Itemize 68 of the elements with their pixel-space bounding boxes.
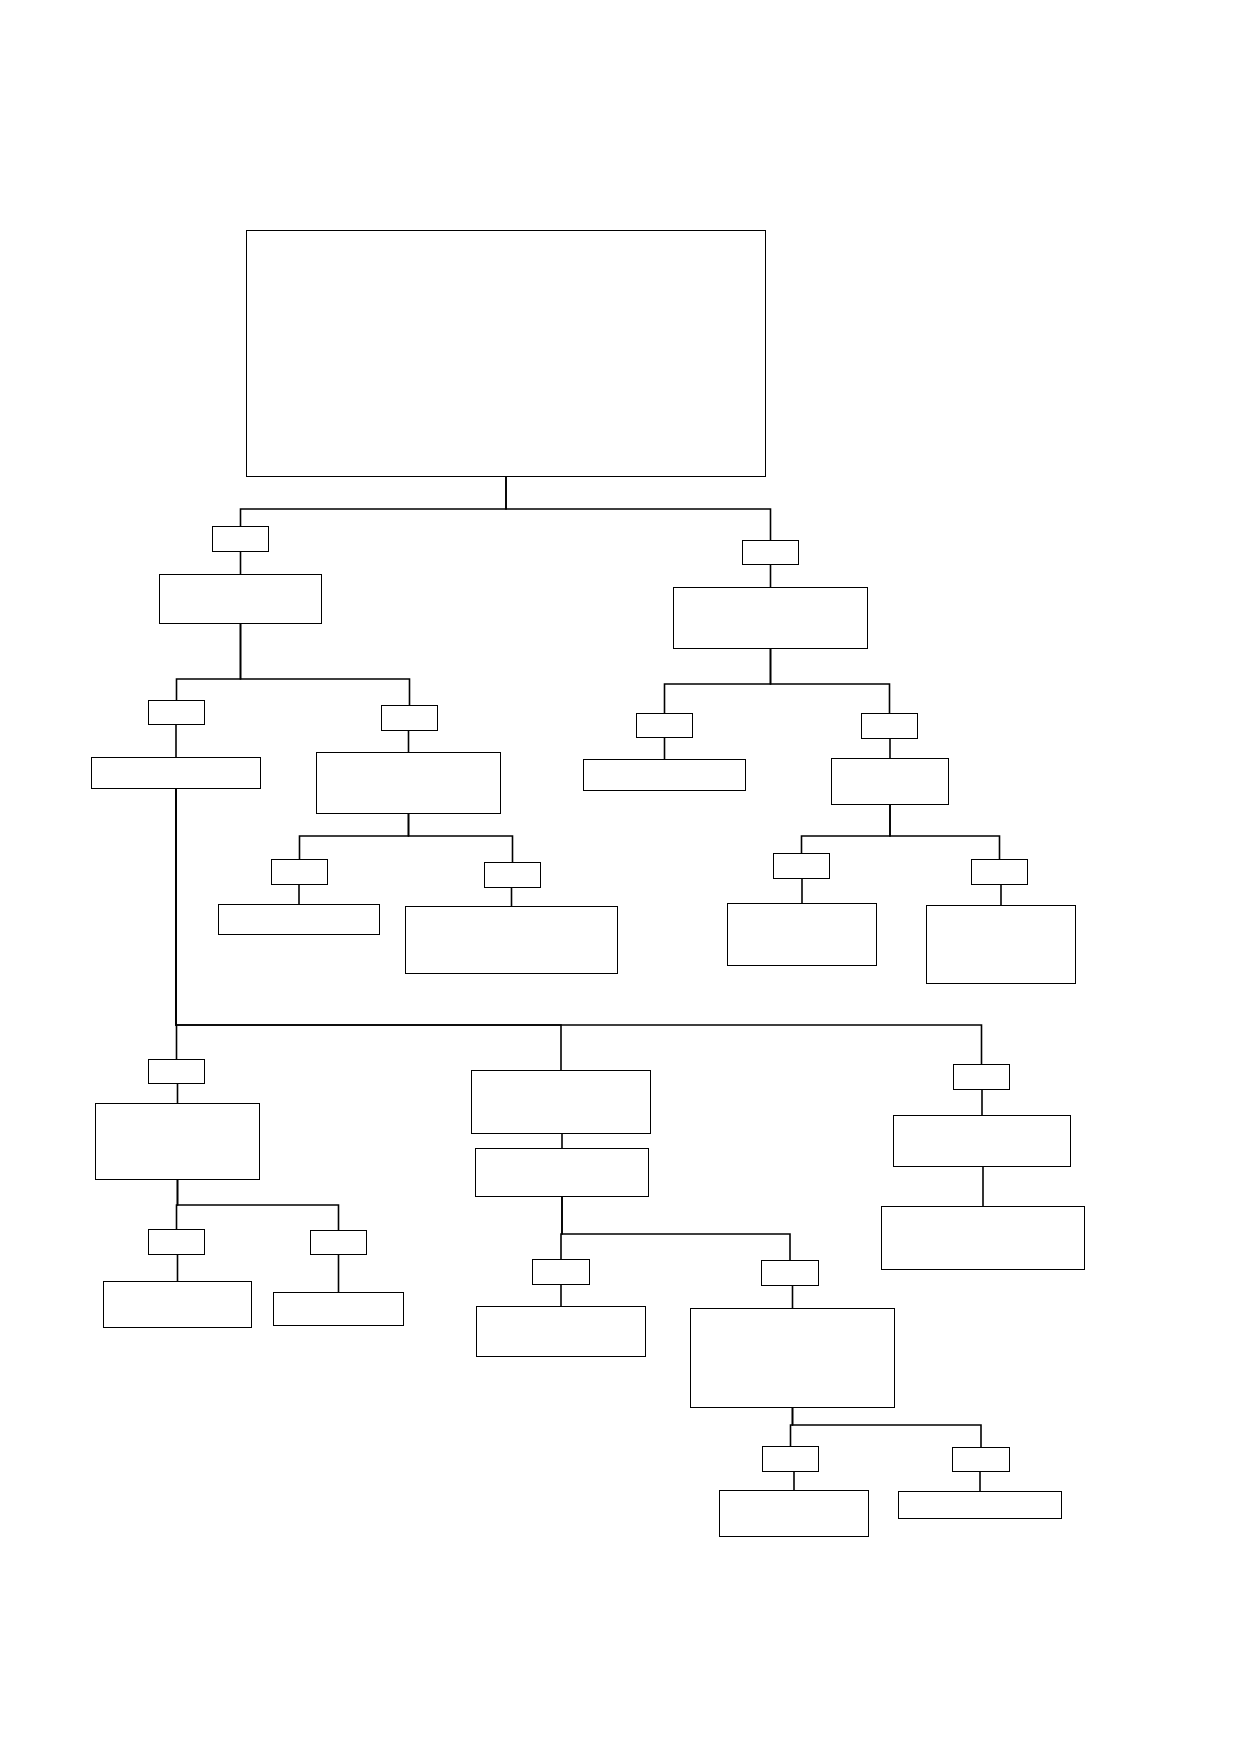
blank-box xyxy=(148,700,205,725)
blank-box xyxy=(636,713,693,738)
blank-box xyxy=(881,1206,1085,1270)
blank-box xyxy=(148,1059,205,1084)
blank-box xyxy=(690,1308,895,1408)
blank-box xyxy=(532,1259,590,1285)
connector-line xyxy=(981,1089,983,1116)
connector-line xyxy=(889,738,891,759)
blank-box xyxy=(381,705,438,731)
blank-box xyxy=(405,906,618,974)
connector-line xyxy=(889,804,1001,860)
blank-box xyxy=(583,759,746,791)
blank-box xyxy=(893,1115,1071,1167)
blank-box xyxy=(484,862,541,888)
blank-box xyxy=(95,1103,260,1180)
blank-box xyxy=(103,1281,252,1328)
blank-box xyxy=(271,859,328,885)
blank-box xyxy=(898,1491,1062,1519)
connector-line xyxy=(505,476,772,541)
connector-line xyxy=(175,724,177,758)
connector-line xyxy=(791,1285,794,1309)
blank-box xyxy=(742,540,799,565)
connector-line xyxy=(561,1133,563,1149)
connector-line xyxy=(561,1196,791,1261)
blank-box xyxy=(91,757,261,789)
blank-box xyxy=(971,859,1028,885)
connector-line xyxy=(979,1471,981,1492)
blank-box xyxy=(761,1260,819,1286)
connector-line xyxy=(176,1083,179,1104)
blank-box xyxy=(762,1446,819,1472)
blank-box xyxy=(148,1229,205,1255)
connector-line xyxy=(239,623,411,706)
blank-box xyxy=(159,574,322,624)
connector-line xyxy=(663,737,666,760)
connector-line xyxy=(560,1284,562,1307)
connector-line xyxy=(407,813,514,863)
blank-box xyxy=(246,230,766,477)
blank-box xyxy=(953,1064,1010,1090)
blank-box xyxy=(476,1306,646,1357)
connector-line xyxy=(176,1179,340,1231)
connector-line xyxy=(769,564,772,588)
connector-line xyxy=(407,730,410,753)
blank-box xyxy=(316,752,501,814)
blank-box xyxy=(471,1070,651,1134)
connector-line xyxy=(239,551,242,575)
connector-line xyxy=(298,884,300,905)
connector-line xyxy=(337,1254,340,1293)
connector-line xyxy=(176,1254,179,1282)
blank-box xyxy=(212,526,269,552)
blank-box xyxy=(926,905,1076,984)
blank-box xyxy=(218,904,380,935)
connector-line xyxy=(175,788,983,1065)
blank-box xyxy=(952,1447,1010,1472)
blank-box xyxy=(727,903,877,966)
blank-box xyxy=(861,713,918,739)
blank-box xyxy=(475,1148,649,1197)
blank-box xyxy=(773,853,830,879)
connector-line xyxy=(791,1407,982,1448)
blank-box xyxy=(831,758,949,805)
connector-line xyxy=(769,648,891,714)
connector-line xyxy=(801,878,803,904)
blank-box xyxy=(673,587,868,649)
blank-box xyxy=(719,1490,869,1537)
blank-box xyxy=(310,1230,367,1255)
connector-line xyxy=(1000,884,1002,906)
connector-line xyxy=(793,1471,795,1491)
connector-line xyxy=(982,1166,984,1207)
blank-box xyxy=(273,1292,404,1326)
